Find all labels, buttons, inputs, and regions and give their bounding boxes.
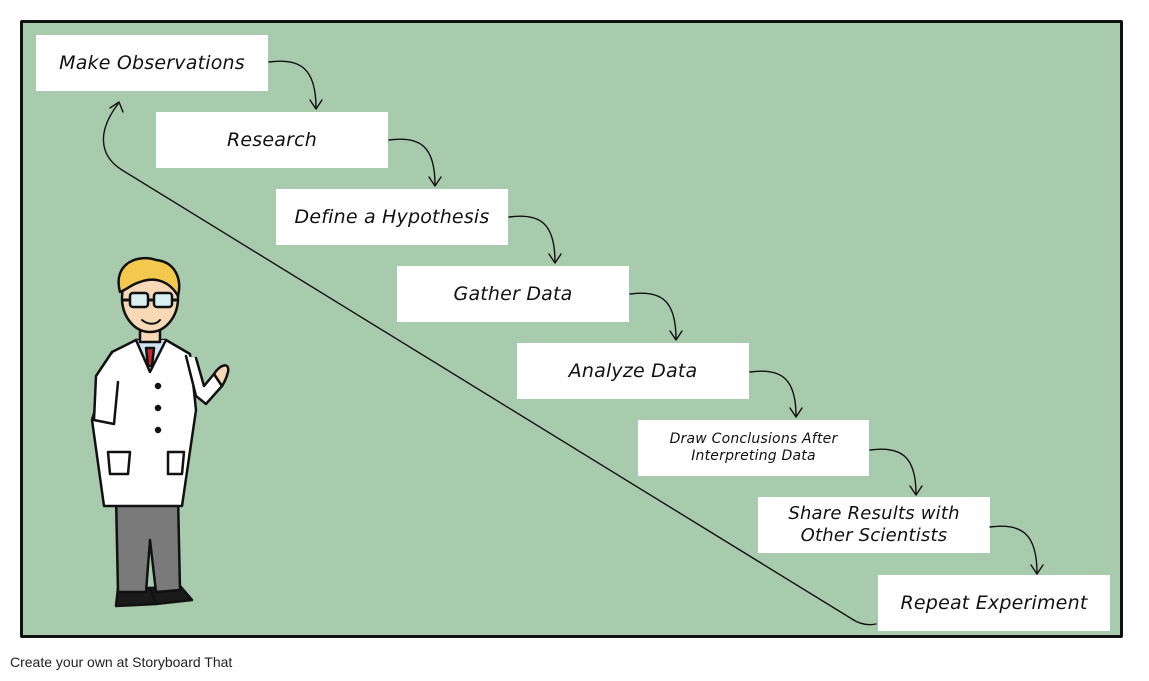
connector-arrow-2 — [388, 138, 436, 186]
step-draw-conclusions: Draw Conclusions After Interpreting Data — [638, 420, 869, 476]
connector-arrow-4 — [629, 292, 677, 340]
connector-arrow-1 — [268, 60, 317, 109]
step-define-hypothesis: Define a Hypothesis — [276, 189, 508, 245]
connector-arrow-7 — [989, 525, 1038, 574]
step-gather-data: Gather Data — [397, 266, 629, 322]
connector-arrow-6 — [869, 448, 917, 495]
step-share-results: Share Results with Other Scientists — [758, 497, 990, 553]
step-research: Research — [156, 112, 388, 168]
repeat-loop-arrow — [102, 103, 877, 626]
connector-arrow-3 — [508, 215, 556, 263]
footer-credit: Create your own at Storyboard That — [10, 654, 233, 670]
step-repeat-experiment: Repeat Experiment — [878, 575, 1110, 631]
step-make-observations: Make Observations — [36, 35, 268, 91]
connector-arrow-5 — [749, 370, 797, 417]
step-analyze-data: Analyze Data — [517, 343, 749, 399]
